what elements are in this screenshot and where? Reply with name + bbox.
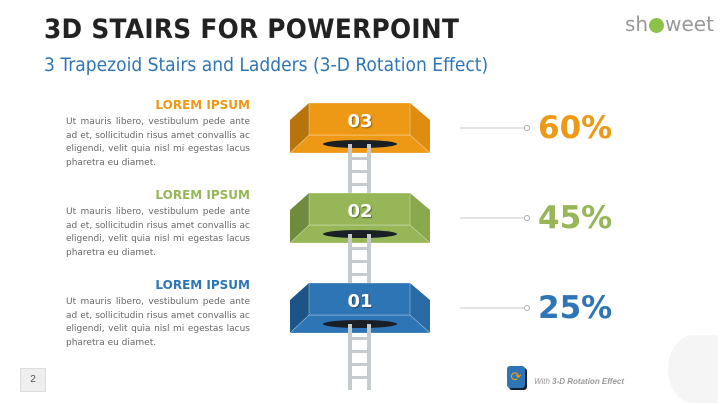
ladder-rail bbox=[348, 234, 352, 244]
step-percent: 25% bbox=[538, 290, 613, 326]
rotation-icon: ⟳ bbox=[507, 366, 525, 388]
connector-dot bbox=[524, 305, 530, 311]
stair-front-face bbox=[308, 192, 411, 226]
ladder-rail bbox=[367, 234, 371, 244]
stair-left-face bbox=[290, 283, 309, 333]
stair-hole bbox=[323, 140, 397, 148]
stair-front-face bbox=[308, 102, 411, 136]
stair-hole bbox=[323, 320, 397, 328]
ladder-rung bbox=[350, 157, 369, 160]
step-description: LOREM IPSUM Ut mauris libero, vestibulum … bbox=[66, 188, 250, 260]
ladder-rail bbox=[348, 327, 352, 390]
watermark-logo bbox=[668, 335, 718, 403]
ladder-rung bbox=[350, 183, 369, 186]
ladder-rail bbox=[348, 144, 352, 154]
stair-front-face bbox=[308, 282, 411, 316]
step-heading: LOREM IPSUM bbox=[155, 278, 250, 292]
ladder-rung bbox=[350, 260, 369, 263]
stair-left-face bbox=[290, 193, 309, 243]
step-text: Ut mauris libero, vestibulum pede ante a… bbox=[66, 207, 250, 258]
ladder-rung bbox=[350, 170, 369, 173]
step-description: LOREM IPSUM Ut mauris libero, vestibulum … bbox=[66, 98, 250, 170]
ladder-rung bbox=[350, 247, 369, 250]
stair-hole bbox=[323, 230, 397, 238]
ladder-rung bbox=[350, 363, 369, 366]
ladder-rail bbox=[367, 144, 371, 154]
step-description: LOREM IPSUM Ut mauris libero, vestibulum … bbox=[66, 278, 250, 350]
step-number: 03 bbox=[347, 111, 372, 132]
ladder-rung bbox=[350, 273, 369, 276]
stair-right-face bbox=[410, 193, 430, 243]
connector-dot bbox=[524, 215, 530, 221]
ladder-rail bbox=[348, 324, 352, 334]
stair-right-face bbox=[410, 103, 430, 153]
stair-left-face bbox=[290, 103, 309, 153]
ladder-rung bbox=[350, 376, 369, 379]
step-number: 02 bbox=[347, 201, 372, 222]
page-number: 2 bbox=[20, 368, 46, 392]
stair-right-face bbox=[410, 283, 430, 333]
step-text: Ut mauris libero, vestibulum pede ante a… bbox=[66, 117, 250, 168]
step-percent: 60% bbox=[538, 110, 613, 146]
ladder-rail bbox=[367, 324, 371, 334]
step-heading: LOREM IPSUM bbox=[155, 188, 250, 202]
page-subtitle: 3 Trapezoid Stairs and Ladders (3-D Rota… bbox=[44, 54, 489, 76]
step-percent: 45% bbox=[538, 200, 613, 236]
ladder-rail bbox=[367, 327, 371, 390]
connector-dot bbox=[524, 125, 530, 131]
ladder-rung bbox=[350, 350, 369, 353]
page-title: 3D STAIRS FOR POWERPOINT bbox=[44, 14, 460, 45]
step-text: Ut mauris libero, vestibulum pede ante a… bbox=[66, 297, 250, 348]
ladder-rung bbox=[350, 337, 369, 340]
step-number: 01 bbox=[347, 291, 372, 312]
step-heading: LOREM IPSUM bbox=[155, 98, 250, 112]
footer-note: With 3-D Rotation Effect bbox=[534, 377, 625, 386]
